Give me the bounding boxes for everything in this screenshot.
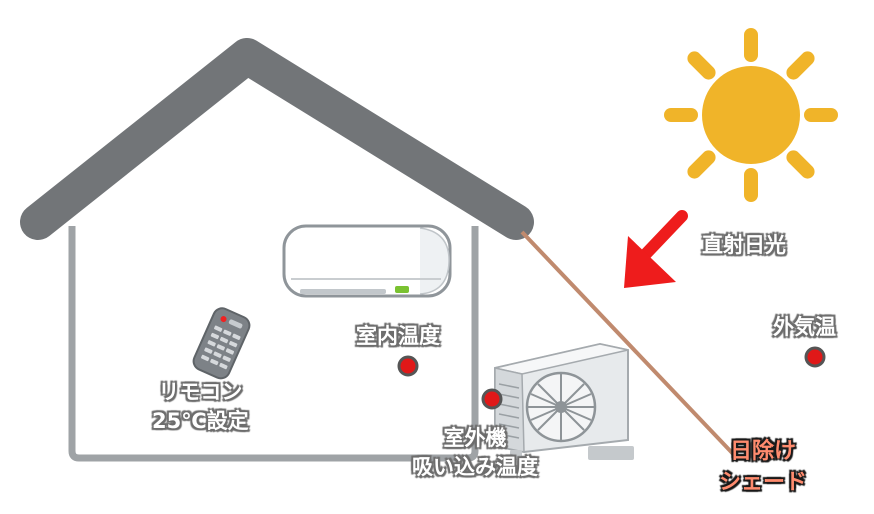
remote-control	[192, 307, 251, 380]
label-remote: リモコン 25℃設定	[152, 378, 249, 436]
sun-icon	[664, 28, 838, 202]
sensor-dot-room	[397, 355, 419, 377]
house-wall-outline	[68, 226, 479, 462]
label-outside-temp: 外気温	[773, 315, 836, 339]
sunlight-arrow-icon	[624, 210, 688, 288]
label-outdoor-unit: 室外機 吸い込み温度	[412, 424, 538, 482]
label-remote-line2: 25℃設定	[152, 409, 249, 433]
label-room-temp: 室内温度	[356, 324, 440, 348]
house-roof	[20, 38, 534, 240]
outdoor-ac-unit	[494, 342, 634, 460]
label-shade: 日除け シェード	[719, 436, 807, 498]
label-shade-line1: 日除け	[730, 439, 797, 464]
label-direct-sunlight: 直射日光	[702, 233, 786, 257]
label-remote-line1: リモコン	[158, 380, 243, 404]
label-outdoor-unit-line1: 室外機	[443, 426, 507, 450]
sensor-dot-outside	[804, 346, 826, 368]
indoor-ac-unit	[282, 224, 452, 298]
label-outdoor-unit-line2: 吸い込み温度	[412, 455, 538, 479]
shade-cord	[520, 230, 739, 460]
label-shade-line2: シェード	[719, 470, 808, 495]
sensor-dot-outdoor-unit	[481, 388, 503, 410]
